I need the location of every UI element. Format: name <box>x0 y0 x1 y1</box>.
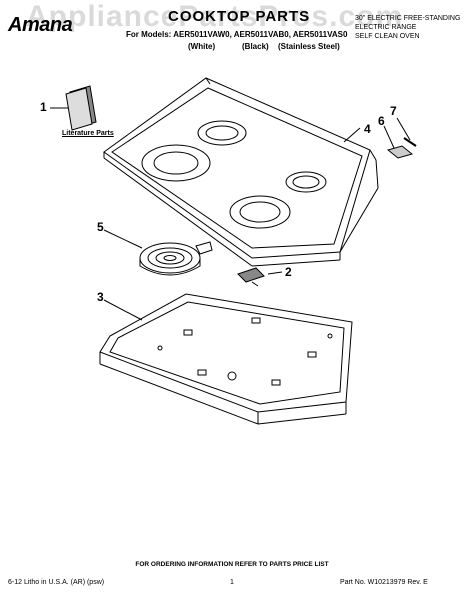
surface-element <box>103 229 213 276</box>
callout-4: 4 <box>364 122 371 136</box>
burner <box>285 171 327 193</box>
range-description-line: SELF CLEAN OVEN <box>355 33 420 40</box>
burner <box>141 144 211 182</box>
callout-6: 6 <box>378 114 385 128</box>
callout-4-leader <box>343 127 361 143</box>
callout-5: 5 <box>97 220 104 234</box>
bracket <box>383 125 414 159</box>
literature-parts-label: Literature Parts <box>62 130 114 137</box>
burner <box>229 195 291 229</box>
callout-1: 1 <box>40 100 47 114</box>
literature-booklet <box>50 85 97 131</box>
burner <box>197 120 247 146</box>
color-black: (Black) <box>242 42 269 51</box>
range-description-line: 30" ELECTRIC FREE-STANDING <box>355 15 461 22</box>
screw <box>396 117 417 147</box>
range-description: 30" ELECTRIC FREE-STANDING ELECTRIC RANG… <box>355 14 460 41</box>
page-title: COOKTOP PARTS <box>168 8 311 25</box>
range-description-line: ELECTRIC RANGE <box>355 24 417 31</box>
models-line: For Models: AER5011VAW0, AER5011VAB0, AE… <box>126 30 348 39</box>
page-number: 1 <box>230 579 234 586</box>
part-number: Part No. W10213979 Rev. E <box>340 579 428 586</box>
cooktop-box <box>99 293 353 425</box>
callout-7: 7 <box>390 104 397 118</box>
color-stainless: (Stainless Steel) <box>278 42 340 51</box>
ordering-note: FOR ORDERING INFORMATION REFER TO PARTS … <box>135 561 329 568</box>
callout-2: 2 <box>285 265 292 279</box>
brand-logo: Amana <box>8 14 73 36</box>
terminal-block <box>237 267 283 287</box>
color-white: (White) <box>188 42 216 51</box>
litho-line: 6-12 Litho in U.S.A. (AR) (psw) <box>8 579 105 586</box>
cooktop <box>103 77 379 267</box>
callout-3: 3 <box>97 290 104 304</box>
